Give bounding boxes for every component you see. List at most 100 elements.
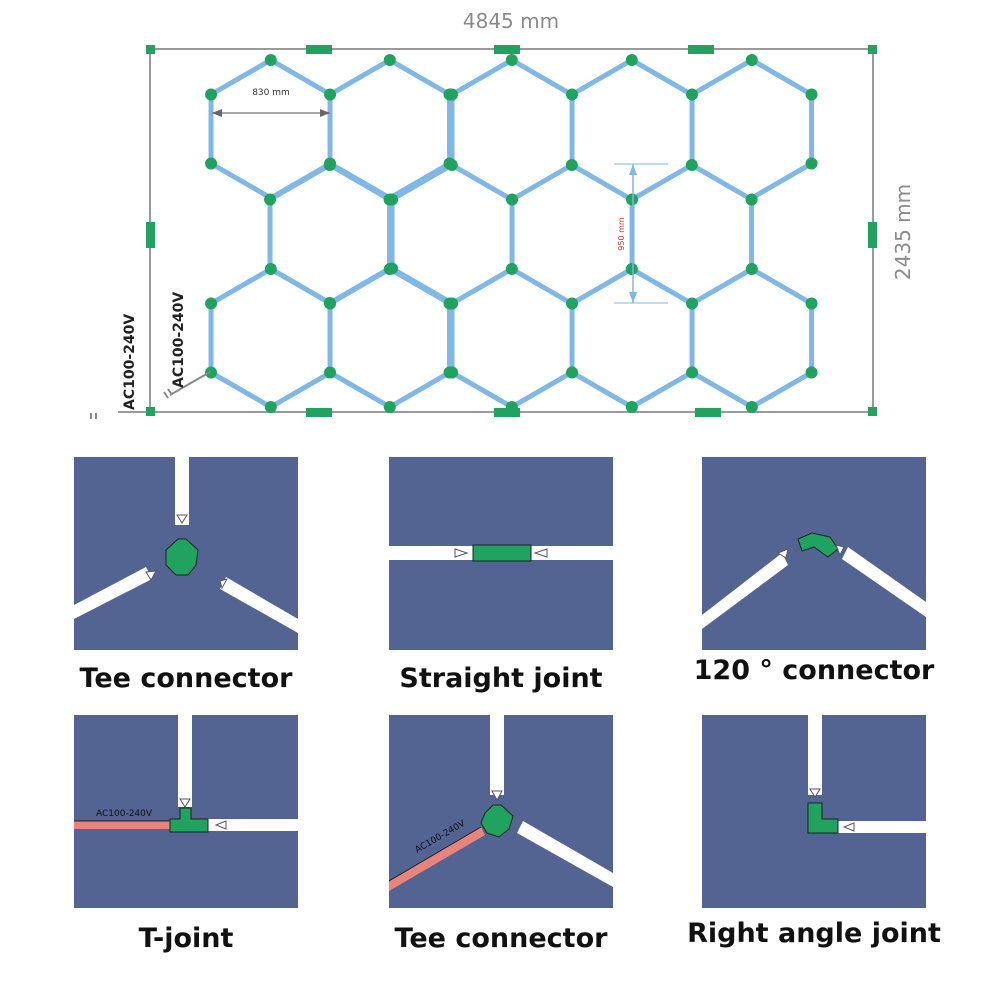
hex-tube — [450, 57, 514, 97]
hex-connector — [445, 159, 458, 171]
caption-straight-joint: Straight joint — [399, 663, 603, 694]
hex-connectors — [205, 54, 818, 413]
power-label-left: AC100-240V — [122, 314, 138, 410]
hex-connector — [443, 297, 456, 310]
hex-tube — [450, 266, 514, 306]
hex-tube — [450, 370, 514, 410]
tee-connector-icon — [74, 457, 298, 633]
hex-tube — [750, 161, 813, 201]
caption-right-angle-joint: Right angle joint — [687, 918, 941, 949]
hex-connector — [625, 401, 638, 413]
hex-tube — [450, 162, 513, 202]
hex-width-dimension: 830 mm — [212, 88, 330, 117]
hex-connector — [625, 263, 638, 275]
hex-connector — [383, 54, 396, 66]
hex-connector — [324, 366, 337, 379]
hex-connector — [625, 54, 638, 66]
t-joint-icon: AC100-240V — [74, 715, 298, 833]
hex-tube — [570, 57, 634, 97]
straight-joint-icon — [389, 544, 613, 562]
hex-tube — [750, 370, 813, 410]
hex-connector — [264, 54, 277, 66]
hex-tube — [328, 57, 392, 97]
hex-tube — [690, 370, 754, 410]
hex-tube — [630, 57, 693, 97]
outer-frame — [118, 48, 874, 413]
power-label-right: AC100-240V — [171, 292, 187, 388]
t-joint-panel: AC100-240V — [74, 715, 298, 908]
hex-tube — [570, 370, 634, 410]
hex-tube — [750, 57, 813, 97]
hex-connector — [446, 88, 459, 101]
hex-connector — [505, 54, 518, 66]
frame-connectors — [146, 45, 877, 417]
hex-connector — [264, 401, 277, 413]
hex-connector — [386, 262, 399, 275]
hex-connector — [323, 159, 336, 171]
hex-tube — [209, 266, 273, 306]
caption-tee-connector-2: Tee connector — [394, 923, 608, 954]
t-joint-cable-label: AC100-240V — [96, 809, 153, 819]
hex-connector — [745, 54, 758, 66]
hex-connector — [205, 157, 218, 170]
hex-connector — [566, 88, 579, 101]
hex-connector — [264, 263, 277, 275]
hex-connector — [566, 297, 579, 310]
hex-connector — [745, 263, 758, 275]
hex-connector — [505, 401, 518, 413]
hex-tube — [630, 370, 693, 410]
hex-connector — [805, 297, 818, 310]
hex-connector — [626, 193, 639, 206]
hex-tube — [630, 162, 694, 202]
hex-tube — [630, 266, 693, 306]
hex-tube — [328, 370, 392, 410]
hex-connector — [805, 366, 818, 379]
hex-connector — [386, 193, 399, 206]
hex-tube — [690, 57, 754, 97]
power-input: AC100-240V AC100-240V — [90, 292, 211, 419]
hex-connector — [686, 297, 699, 310]
hex-tube — [209, 57, 273, 97]
hex-connector — [205, 297, 218, 310]
hex-tube — [388, 370, 451, 410]
right-angle-joint-icon — [807, 715, 926, 834]
hex-tube — [570, 162, 633, 202]
hex-tubes — [208, 57, 815, 410]
hex-connector — [685, 159, 698, 171]
hex-connector — [324, 297, 337, 310]
120-connector-icon — [702, 532, 926, 629]
tee-connector-icon: AC100-240V — [389, 715, 613, 891]
hex-connector — [565, 159, 578, 171]
hex-connector — [264, 193, 277, 206]
caption-tee-connector-1: Tee connector — [79, 663, 293, 694]
height-dimension: 2435 mm — [891, 184, 915, 280]
hex-tube — [388, 266, 451, 306]
hex-tube — [510, 162, 574, 202]
hex-tube — [510, 370, 573, 410]
hex-connector — [446, 366, 459, 379]
hex-grid-diagram: 4845 mm 2435 mm 830 mm 950 mm AC100-240V… — [90, 9, 915, 419]
hex-tube — [690, 266, 754, 306]
hex-tube — [388, 57, 451, 97]
hex-connector — [686, 88, 699, 101]
straight-joint-panel — [389, 457, 613, 650]
right-angle-joint-panel — [702, 715, 926, 908]
hex-tube — [269, 266, 332, 306]
hex-connector — [324, 88, 337, 101]
caption-120-connector: 120 ° connector — [693, 655, 935, 686]
tee-connector-power-panel: AC100-240V — [389, 715, 613, 908]
hex-connector — [745, 401, 758, 413]
caption-t-joint: T-joint — [138, 923, 234, 954]
hex-tube — [690, 162, 753, 202]
hex-tube — [268, 162, 332, 202]
hex-connector — [205, 88, 218, 101]
tee-connector-panel — [74, 457, 298, 650]
hex-connector — [505, 263, 518, 275]
hex-connector — [566, 366, 579, 379]
hex-tube — [328, 266, 392, 306]
hex-tube — [209, 370, 273, 410]
width-dimension: 4845 mm — [463, 9, 559, 33]
hex-connector — [205, 366, 218, 379]
hex-tube — [510, 57, 573, 97]
tee-cable-label: AC100-240V — [414, 818, 468, 855]
